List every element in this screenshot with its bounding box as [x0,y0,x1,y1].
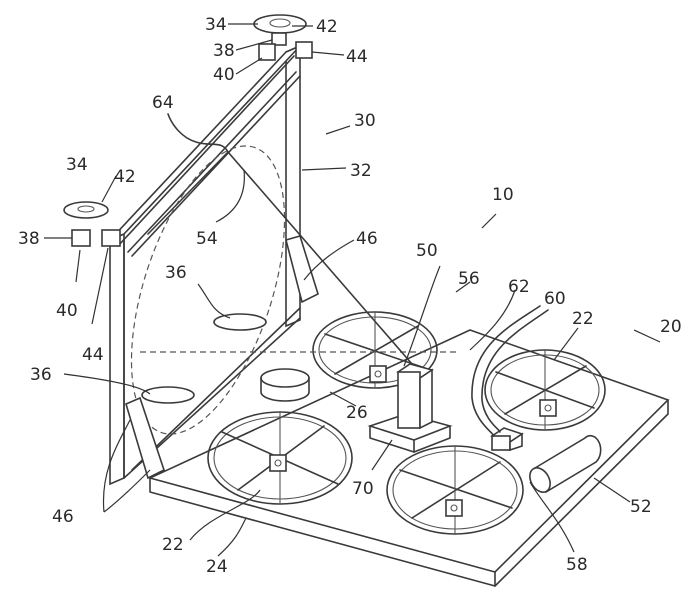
label-40-left: 40 [56,301,78,321]
post [398,364,432,428]
top-fitting-front [64,202,120,246]
label-26: 26 [346,403,368,423]
label-62: 62 [508,277,530,297]
label-20: 20 [660,317,682,337]
label-36-lower: 36 [30,365,52,385]
label-22-right: 22 [572,309,594,329]
label-64: 64 [152,93,174,113]
foot-front [142,387,194,403]
label-34-top: 34 [205,15,227,35]
label-44-left: 44 [82,345,104,365]
label-40-top: 40 [213,65,235,85]
bracket-front [126,398,164,478]
label-50: 50 [416,241,438,261]
label-60: 60 [544,289,566,309]
label-34-left: 34 [66,155,88,175]
canister [261,369,309,401]
label-30: 30 [354,111,376,131]
label-70: 70 [352,479,374,499]
label-38-top: 38 [213,41,235,61]
label-56: 56 [458,269,480,289]
label-58: 58 [566,555,588,575]
label-10: 10 [492,185,514,205]
label-52: 52 [630,497,652,517]
label-54: 54 [196,229,218,249]
label-46-right: 46 [356,229,378,249]
label-32: 32 [350,161,372,181]
label-42-left: 42 [114,167,136,187]
label-38-left: 38 [18,229,40,249]
label-44-top: 44 [346,47,368,67]
label-24: 24 [206,557,228,577]
foot-rear [214,314,266,330]
label-42-top: 42 [316,17,338,37]
label-36-upper: 36 [165,263,187,283]
label-22-left: 22 [162,535,184,555]
label-46-left: 46 [52,507,74,527]
top-fitting-rear [254,15,312,60]
